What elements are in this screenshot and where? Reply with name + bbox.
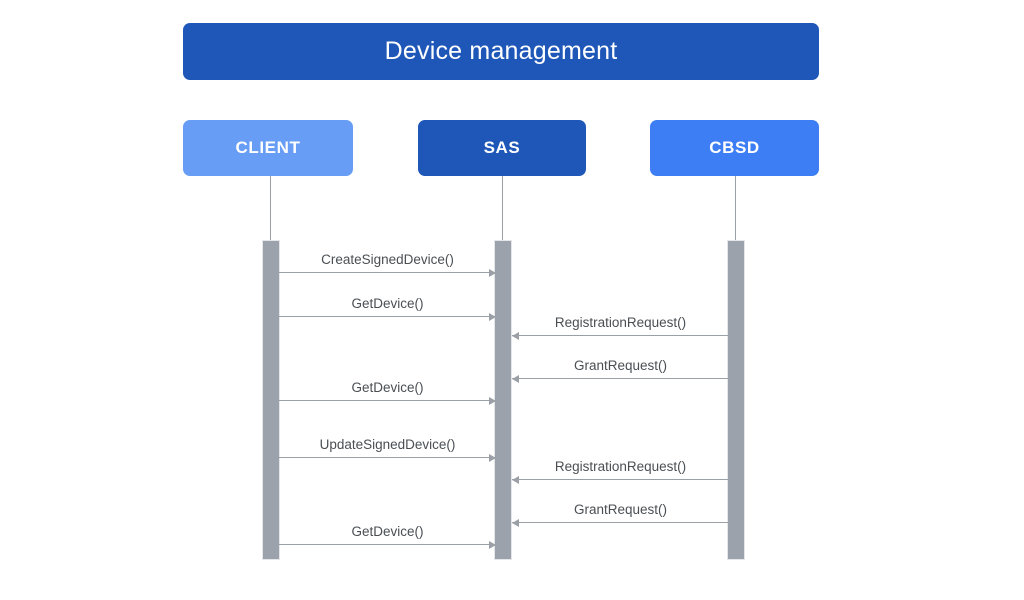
arrow-right-icon: [489, 396, 496, 405]
message-6-label: UpdateSignedDevice(): [319, 437, 456, 452]
message-8-label: GrantRequest(): [573, 502, 668, 517]
arrow-left-icon: [512, 518, 519, 527]
activation-bar-cbsd: [727, 240, 745, 560]
message-8-line: [512, 522, 729, 523]
message-2-label: GetDevice(): [351, 296, 424, 311]
message-7-line: [512, 479, 729, 480]
message-1-line: [279, 272, 496, 273]
arrow-right-icon: [489, 453, 496, 462]
lifeline-client: [270, 176, 271, 248]
message-1-label: CreateSignedDevice(): [321, 252, 454, 267]
activation-bar-sas: [494, 240, 512, 560]
message-2-line: [279, 316, 496, 317]
lifeline-sas: [502, 176, 503, 248]
arrow-right-icon: [489, 540, 496, 549]
message-3-line: [512, 335, 729, 336]
arrow-left-icon: [512, 475, 519, 484]
arrow-right-icon: [489, 268, 496, 277]
message-9-line: [279, 544, 496, 545]
lifeline-cbsd: [735, 176, 736, 248]
message-4-label: GrantRequest(): [573, 358, 668, 373]
participant-client-label: CLIENT: [235, 138, 301, 157]
message-9-label: GetDevice(): [351, 524, 424, 539]
diagram-title-banner: Device management: [183, 23, 819, 80]
activation-bar-client: [262, 240, 280, 560]
message-3-label: RegistrationRequest(): [554, 315, 687, 330]
participant-cbsd[interactable]: CBSD: [650, 120, 819, 176]
arrow-left-icon: [512, 374, 519, 383]
arrow-left-icon: [512, 331, 519, 340]
message-5-line: [279, 400, 496, 401]
message-5-label: GetDevice(): [351, 380, 424, 395]
participant-sas-label: SAS: [483, 138, 521, 157]
participant-client[interactable]: CLIENT: [183, 120, 353, 176]
participant-sas[interactable]: SAS: [418, 120, 586, 176]
arrow-right-icon: [489, 312, 496, 321]
message-6-line: [279, 457, 496, 458]
diagram-title: Device management: [384, 37, 618, 65]
message-4-line: [512, 378, 729, 379]
participant-cbsd-label: CBSD: [709, 138, 760, 157]
message-7-label: RegistrationRequest(): [554, 459, 687, 474]
